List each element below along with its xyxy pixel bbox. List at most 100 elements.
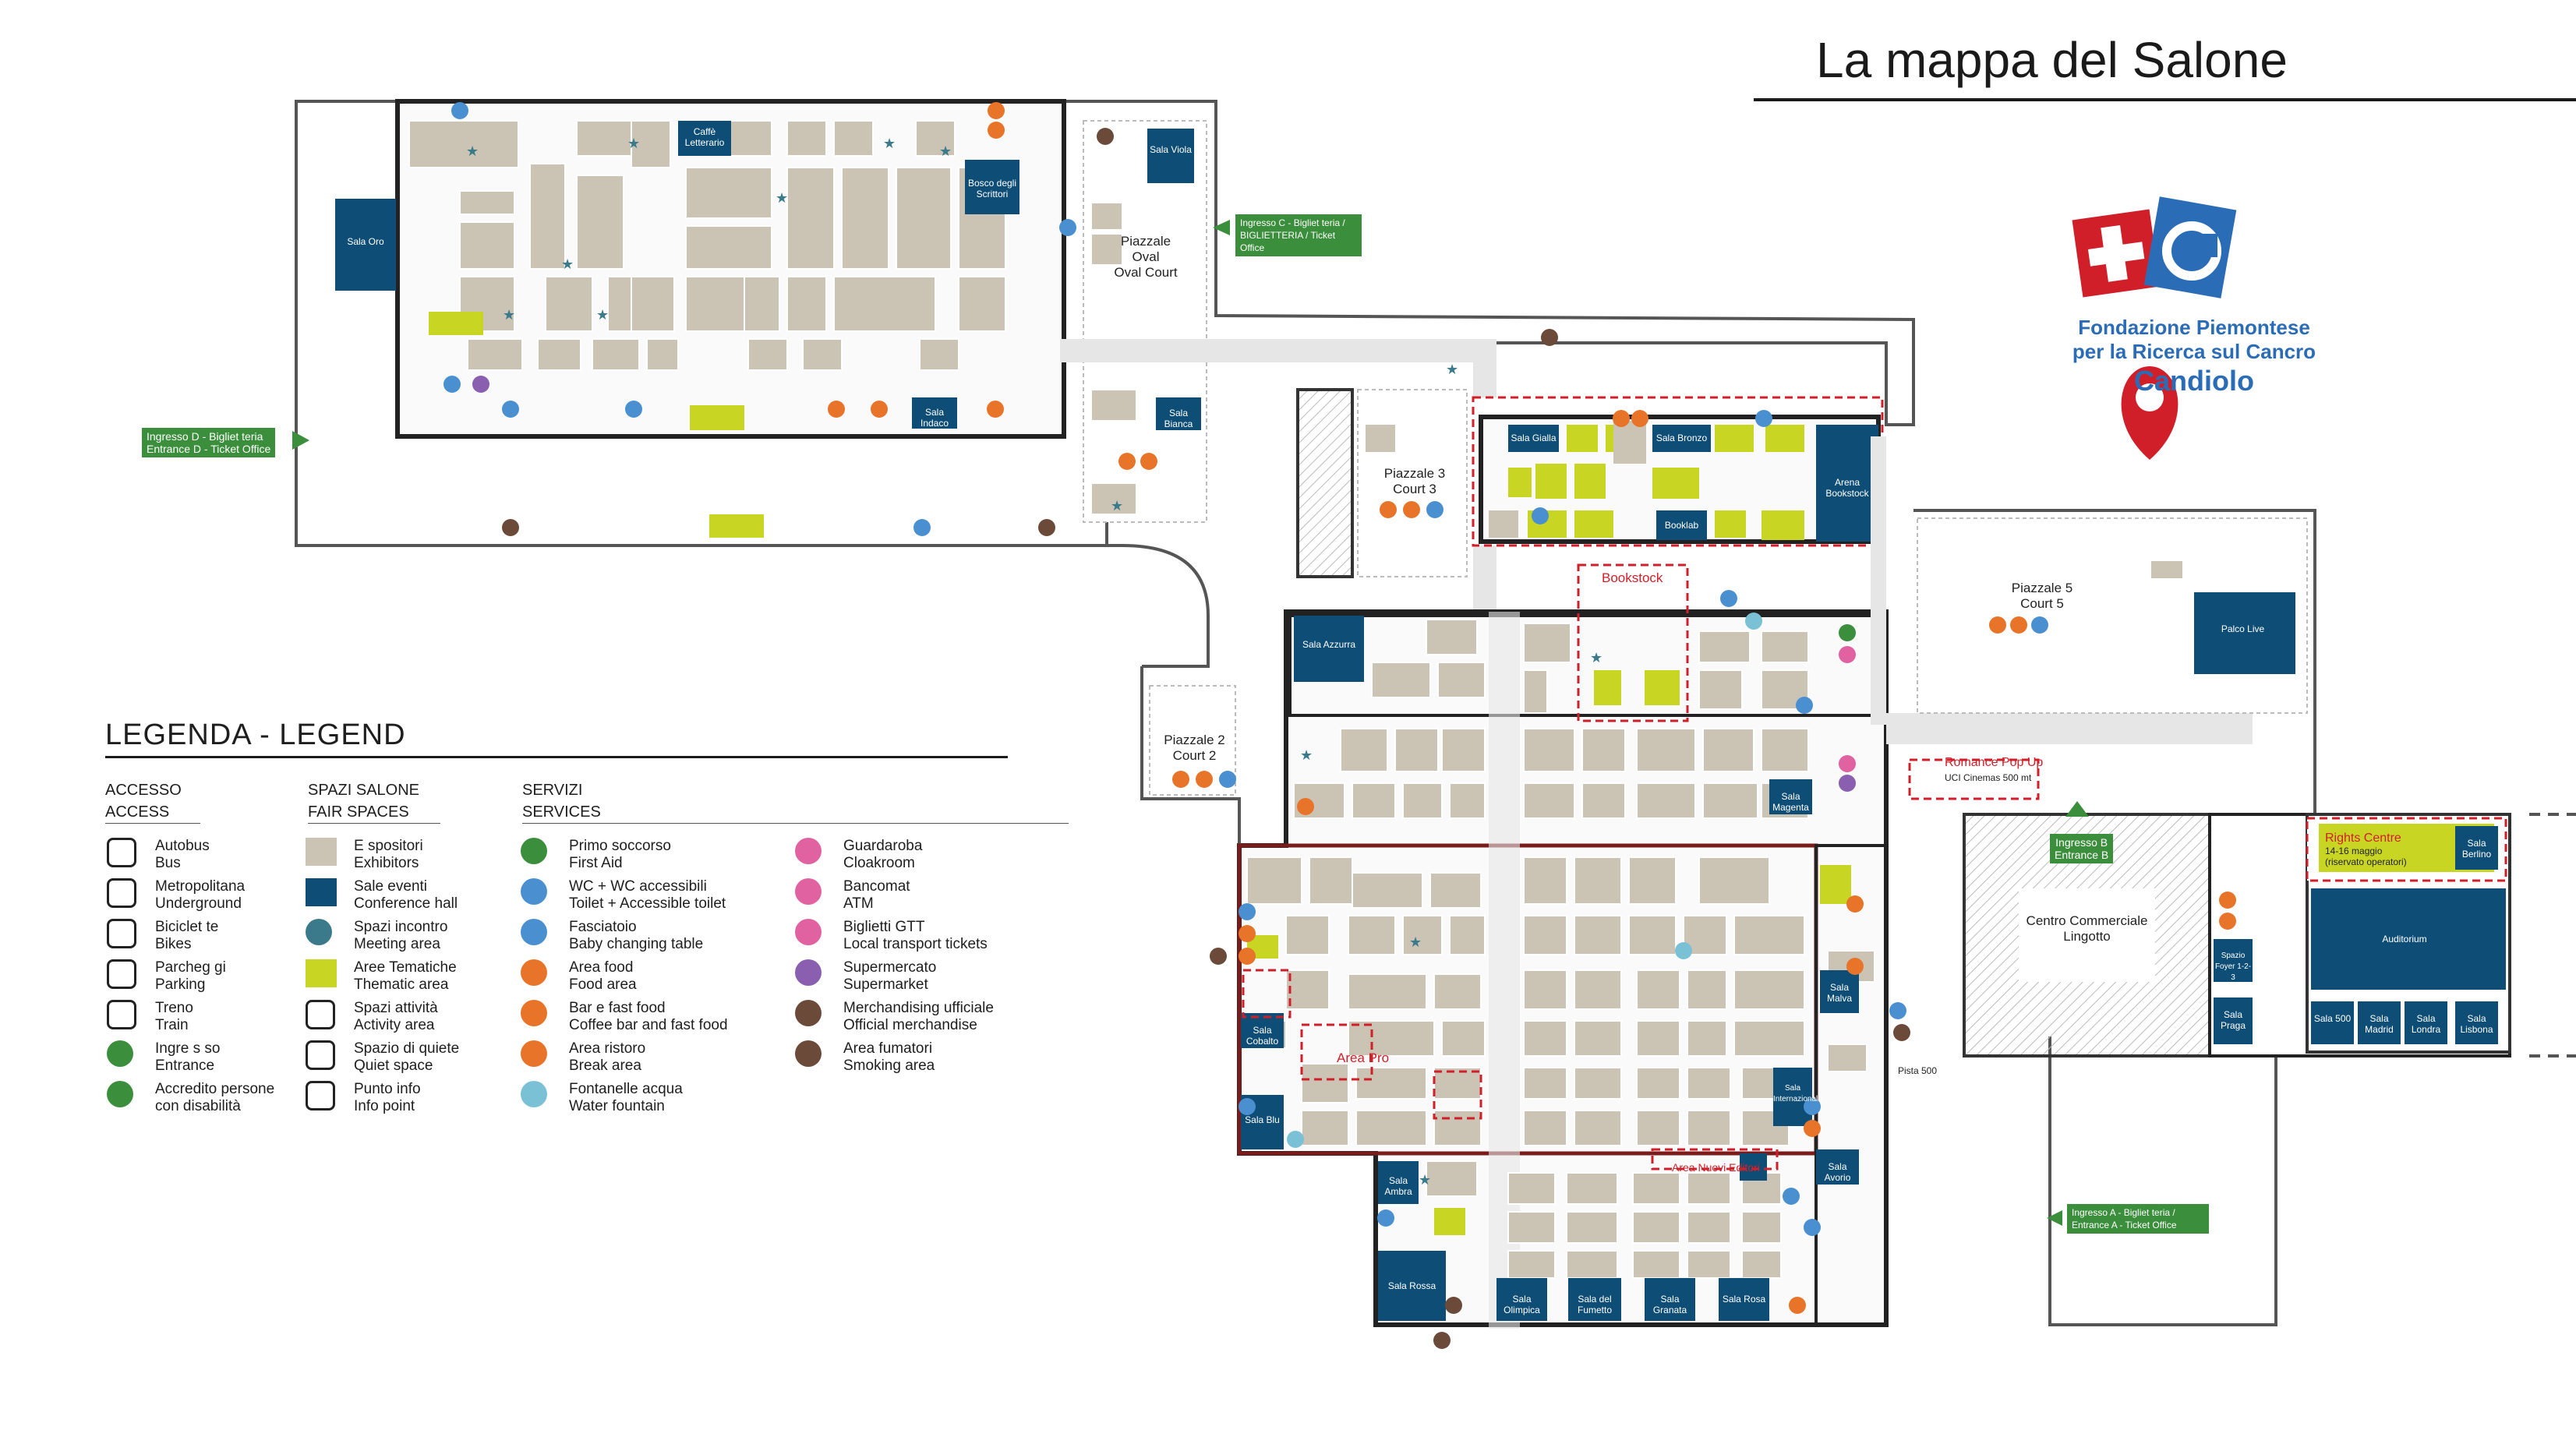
sala-londra-label: Sala Londra [2411, 1013, 2441, 1035]
thematic-dashed-icon [306, 1000, 335, 1029]
sala-500-label: Sala 500 [2313, 1013, 2352, 1024]
bike-icon [107, 919, 136, 948]
svg-text:★: ★ [503, 307, 515, 323]
spazio-foyer-label: Spazio Foyer 1-2-3 [2214, 952, 2252, 982]
legend-title: LEGENDA - LEGEND [105, 719, 406, 751]
exhibitor-swatch [306, 838, 337, 866]
service-icons [443, 102, 2236, 1349]
entrance-d-arrow-icon [292, 431, 309, 450]
svg-text:★: ★ [1111, 498, 1123, 514]
sponsor-line-1: Fondazione Piemontese [2078, 316, 2310, 339]
sala-berlino-label: Sala Berlino [2461, 838, 2492, 860]
wc-icon [521, 878, 547, 905]
sala-malva-label: Sala Malva [1826, 982, 1852, 1004]
title-rule [1754, 98, 2576, 101]
smoking-icon [795, 1040, 822, 1067]
bosco-label: Bosco degli Scrittori [967, 178, 1017, 199]
coffee-icon [521, 1000, 547, 1026]
sala-magenta-label: Sala Magenta [1772, 791, 1809, 813]
palco-label: Palco Live [2221, 623, 2265, 634]
svg-text:★: ★ [1419, 1172, 1431, 1188]
baby-icon [521, 919, 547, 945]
metro-icon [107, 878, 136, 908]
restaurant-icon [521, 1040, 547, 1067]
quiet-icon [306, 1040, 335, 1070]
entrance-arrow-icon [107, 1040, 133, 1067]
sponsor-text: Fondazione Piemontese per la Ricerca sul… [2011, 316, 2377, 395]
bus-icon [107, 838, 136, 867]
sala-blu-label: Sala Blu [1245, 1114, 1280, 1125]
svg-text:★: ★ [939, 143, 952, 160]
sala-indaco-label: Sala Indaco [920, 407, 949, 429]
train-icon [107, 1000, 136, 1029]
food-icon [521, 959, 547, 986]
oval-halls [335, 121, 1201, 430]
ticket-icon [795, 919, 822, 945]
legend-rule [105, 756, 1008, 758]
svg-text:★: ★ [1409, 934, 1422, 951]
sala-rossa-label: Sala Rossa [1387, 1280, 1436, 1291]
entrance-a-tag[interactable]: Ingresso A - Bigliet teria / Entrance A … [2067, 1204, 2209, 1234]
sala-bronzo-label: Sala Bronzo [1655, 433, 1708, 443]
romance-label: Romance Pop Up [1945, 756, 2044, 769]
lingotto-right [1913, 366, 2576, 1326]
entrance-c-tag[interactable]: Ingresso C - Bigliet teria / BIGLIETTERI… [1235, 214, 1362, 256]
sala-gialla-label: Sala Gialla [1511, 433, 1557, 443]
main-halls [1241, 616, 1859, 1321]
merch-icon [795, 1000, 822, 1026]
area-nuovi-label: Area Nuovi Editori [1672, 1161, 1760, 1174]
svg-text:★: ★ [1300, 747, 1313, 764]
info-icon [306, 1081, 335, 1110]
entrance-c-arrow-icon [1213, 220, 1230, 235]
bookstock-label: Bookstock [1602, 570, 1663, 585]
auditorium-label: Auditorium [2382, 934, 2427, 945]
sala-cobalto-label: Sala Cobalto [1246, 1025, 1279, 1047]
svg-text:★: ★ [1590, 650, 1602, 666]
water-icon [521, 1081, 547, 1107]
sala-bianca-label: Sala Bianca [1164, 408, 1193, 429]
map-pin-icon [2121, 366, 2178, 460]
arena-bookstock-label: Arena Bookstock [1825, 477, 1869, 499]
parking-icon [107, 959, 136, 989]
entrance-arrows [292, 220, 2089, 1226]
centro-label: Centro Commerciale Lingotto [2026, 913, 2148, 944]
star-icon [306, 919, 332, 945]
sponsor-line-2: per la Ricerca sul Cancro [2072, 340, 2316, 363]
sala-madrid-label: Sala Madrid [2365, 1013, 2394, 1035]
first-aid-icon [521, 838, 547, 864]
meeting-stars: ★★★ ★★★ ★★★ ★★★ ★★ [466, 136, 1602, 1188]
events-swatch [306, 878, 337, 906]
entrance-a-arrow-icon [2047, 1210, 2062, 1226]
supermarket-icon [795, 959, 822, 986]
sala-rosa-label: Sala Rosa [1722, 1294, 1766, 1305]
pista-label: Pista 500 [1898, 1065, 1938, 1076]
svg-text:★: ★ [561, 256, 574, 273]
page-title: La mappa del Salone [1816, 32, 2288, 88]
svg-text:★: ★ [466, 143, 479, 160]
sala-lisbona-label: Sala Lisbona [2460, 1013, 2493, 1035]
sala-oro-label: Sala Oro [347, 236, 384, 247]
